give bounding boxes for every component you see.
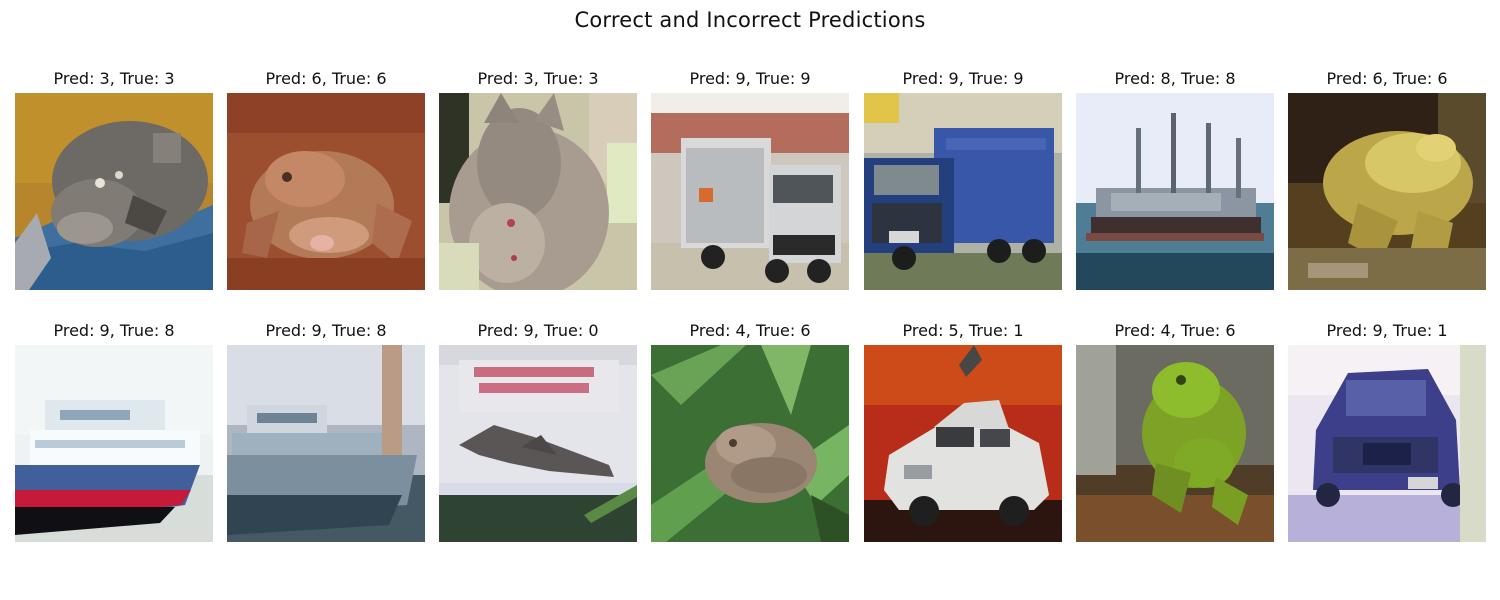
panel-title: Pred: 9, True: 8 (53, 321, 175, 340)
panel-title: Pred: 4, True: 6 (1114, 321, 1236, 340)
figure-title: Correct and Incorrect Predictions (574, 8, 926, 32)
truck-image (651, 93, 849, 290)
cat-image (439, 93, 637, 290)
car-image (864, 345, 1062, 542)
boat-image (227, 345, 425, 542)
ship-image (15, 345, 213, 542)
panel-title: Pred: 9, True: 8 (265, 321, 387, 340)
cat-image (15, 93, 213, 290)
suv-image (1288, 345, 1486, 542)
panel-title: Pred: 6, True: 6 (1326, 69, 1448, 88)
panel-title: Pred: 9, True: 0 (477, 321, 599, 340)
panel-title: Pred: 6, True: 6 (265, 69, 387, 88)
panel-title: Pred: 5, True: 1 (902, 321, 1024, 340)
frog-image (227, 93, 425, 290)
frog-image (651, 345, 849, 542)
panel-title: Pred: 9, True: 9 (689, 69, 811, 88)
airplane-sign-image (439, 345, 637, 542)
frog-image (1076, 345, 1274, 542)
ship-image (1076, 93, 1274, 290)
panel-title: Pred: 8, True: 8 (1114, 69, 1236, 88)
panel-title: Pred: 4, True: 6 (689, 321, 811, 340)
panel-title: Pred: 9, True: 9 (902, 69, 1024, 88)
panel-title: Pred: 9, True: 1 (1326, 321, 1448, 340)
truck-image (864, 93, 1062, 290)
panel-title: Pred: 3, True: 3 (53, 69, 175, 88)
panel-title: Pred: 3, True: 3 (477, 69, 599, 88)
frog-image (1288, 93, 1486, 290)
